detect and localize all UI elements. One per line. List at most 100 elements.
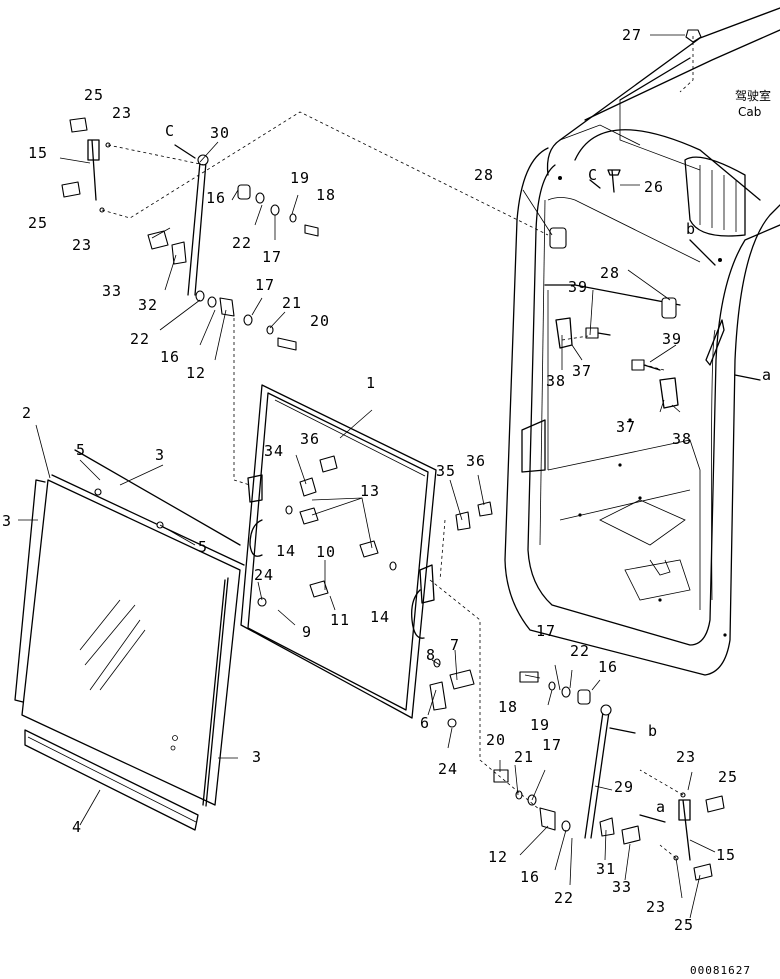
view-letter-b-lower: b xyxy=(648,722,658,740)
view-arrows xyxy=(174,144,761,823)
stay-rod-30 xyxy=(187,154,209,296)
view-letter-c-cab: C xyxy=(588,166,598,184)
bolt-7 xyxy=(449,669,475,690)
view-letter-a-lower: a xyxy=(656,798,666,816)
callout-22-c: 22 xyxy=(570,642,590,660)
callout-28-upper: 28 xyxy=(474,166,494,184)
callout-32: 32 xyxy=(138,296,158,314)
bottom-rail-4 xyxy=(24,729,199,831)
callout-25-b: 25 xyxy=(28,214,48,232)
callout-17-a: 17 xyxy=(262,248,282,266)
gas-spring-15-lower xyxy=(678,799,691,861)
callout-5-top: 5 xyxy=(76,441,86,459)
callout-39-lower: 39 xyxy=(662,330,682,348)
callout-18-lower: 18 xyxy=(498,698,518,716)
view-letters: C C b b a a xyxy=(165,122,772,816)
callout-39-upper: 39 xyxy=(568,278,588,296)
drawing-number: 00081627 xyxy=(690,964,751,977)
callout-4: 4 xyxy=(72,818,82,836)
callout-33-lower: 33 xyxy=(612,878,632,896)
callout-22-a: 22 xyxy=(232,234,252,252)
callout-10: 10 xyxy=(316,543,336,561)
parts-lower-right xyxy=(493,671,725,881)
callout-23-c: 23 xyxy=(676,748,696,766)
callout-21-lower: 21 xyxy=(514,748,534,766)
latch-35 xyxy=(455,511,471,531)
callout-30: 30 xyxy=(210,124,230,142)
callout-5-right: 5 xyxy=(198,538,208,556)
callout-36-left: 36 xyxy=(300,430,320,448)
callout-27: 27 xyxy=(622,26,642,44)
callout-23-b: 23 xyxy=(72,236,92,254)
callout-18-upper: 18 xyxy=(316,186,336,204)
callout-13: 13 xyxy=(360,482,380,500)
callout-35: 35 xyxy=(436,462,456,480)
callout-20-lower: 20 xyxy=(486,731,506,749)
leader-lines xyxy=(18,34,716,919)
callout-17-d: 17 xyxy=(542,736,562,754)
callout-8: 8 xyxy=(426,646,436,664)
seal-strip-2 xyxy=(14,479,46,703)
callout-11: 11 xyxy=(330,611,350,629)
callout-9: 9 xyxy=(302,623,312,641)
bolt-36-left xyxy=(319,455,338,473)
callout-37-lower: 37 xyxy=(616,418,636,436)
callout-31: 31 xyxy=(596,860,616,878)
callout-36-right: 36 xyxy=(466,452,486,470)
callout-25-d: 25 xyxy=(674,916,694,934)
callout-23-a: 23 xyxy=(112,104,132,122)
bolt-13-b xyxy=(359,540,379,558)
callout-17-b: 17 xyxy=(255,276,275,294)
callout-15-upper: 15 xyxy=(28,144,48,162)
seal-strip-3-right xyxy=(202,577,229,807)
door-frame xyxy=(240,384,437,719)
window-glass xyxy=(21,474,245,806)
callout-34: 34 xyxy=(264,442,284,460)
callout-33-upper: 33 xyxy=(102,282,122,300)
cab-label-jp: 驾驶室 xyxy=(735,88,771,103)
alignment-lines xyxy=(101,36,694,859)
callout-14-left: 14 xyxy=(276,542,296,560)
callout-38-lower: 38 xyxy=(672,430,692,448)
callout-28-lower: 28 xyxy=(600,264,620,282)
callout-3-right: 3 xyxy=(252,748,262,766)
callout-3-left: 3 xyxy=(2,512,12,530)
callout-25-c: 25 xyxy=(718,768,738,786)
bracket-6 xyxy=(429,681,447,711)
callout-22-d: 22 xyxy=(554,889,574,907)
bolt-39-lower xyxy=(631,359,661,371)
callout-14-right: 14 xyxy=(370,608,390,626)
callout-19-lower: 19 xyxy=(530,716,550,734)
latch-34 xyxy=(299,477,317,497)
bolt-13-a xyxy=(299,507,319,525)
nut-27 xyxy=(685,29,702,43)
cab-caption: 驾驶室 Cab xyxy=(735,88,771,119)
bolts-25-upper xyxy=(61,117,88,198)
grommet-5 xyxy=(94,488,164,529)
bracket-32 xyxy=(171,241,187,265)
callout-21-upper: 21 xyxy=(282,294,302,312)
callout-22-b: 22 xyxy=(130,330,150,348)
gas-spring-15-upper xyxy=(87,139,100,201)
callout-12-lower: 12 xyxy=(488,848,508,866)
callout-23-d: 23 xyxy=(646,898,666,916)
callout-1: 1 xyxy=(366,374,376,392)
cab-part-28-upper xyxy=(549,227,567,249)
washer-14 xyxy=(285,505,397,571)
stay-rod-29 xyxy=(584,704,612,839)
view-letter-a-cab: a xyxy=(762,366,772,384)
callout-20-upper: 20 xyxy=(310,312,330,330)
parts-22-16-12-upper xyxy=(195,290,297,351)
callout-15-lower: 15 xyxy=(716,846,736,864)
callout-2: 2 xyxy=(22,404,32,422)
callout-24-right: 24 xyxy=(438,760,458,778)
callout-12-upper: 12 xyxy=(186,364,206,382)
callout-3-top: 3 xyxy=(155,446,165,464)
callout-29: 29 xyxy=(614,778,634,796)
callout-16-a: 16 xyxy=(206,189,226,207)
callout-16-b: 16 xyxy=(160,348,180,366)
view-letter-b-cab: b xyxy=(686,220,696,238)
bolt-10 xyxy=(309,580,329,598)
